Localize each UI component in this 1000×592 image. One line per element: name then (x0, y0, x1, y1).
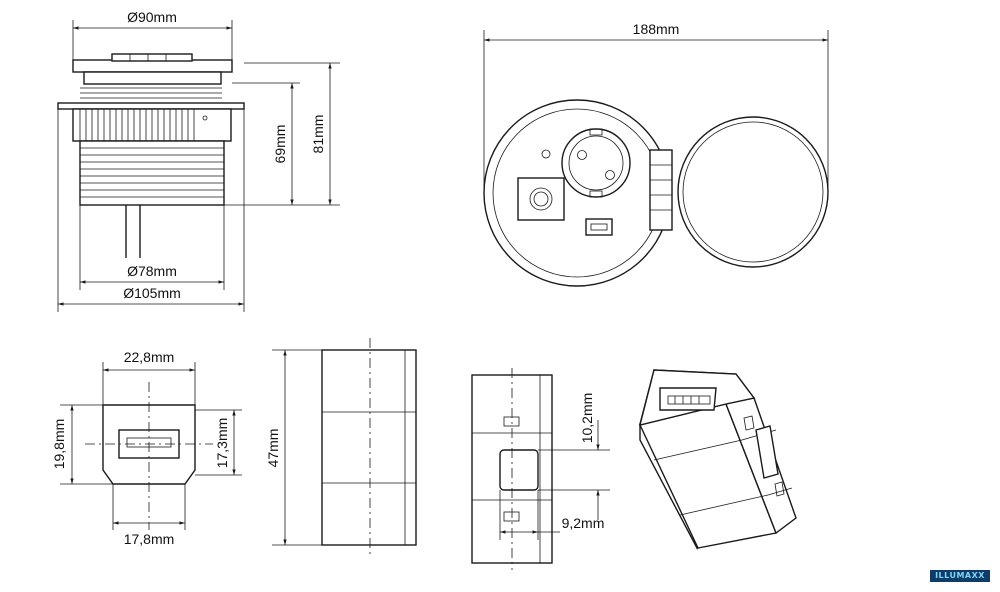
usb-front-dimensions (60, 362, 242, 530)
top-view-socket (483, 99, 829, 287)
usb-module-isometric-view (639, 369, 797, 551)
dim-h10-2: 10,2mm (579, 393, 595, 444)
side-view-housing (57, 53, 245, 258)
illumaxx-logo: ILLUMAXX (930, 570, 990, 582)
dim-d90: Ø90mm (127, 9, 177, 25)
dim-h69: 69mm (272, 125, 288, 164)
top-view-dimensions (483, 30, 829, 190)
side-view-dimensions (57, 20, 340, 312)
usb-module-back-view (471, 368, 553, 570)
dim-d78: Ø78mm (127, 263, 177, 279)
usb-side-dimensions (272, 349, 322, 546)
dim-w17-8: 17,8mm (124, 531, 175, 547)
dim-d105: Ø105mm (123, 285, 181, 301)
dim-h47: 47mm (265, 429, 281, 468)
usb-back-dimensions (499, 420, 610, 540)
usb-module-side-view (321, 338, 417, 555)
dim-w188: 188mm (633, 21, 680, 37)
dim-w9-2: 9,2mm (562, 515, 605, 531)
dim-h17-3: 17,3mm (214, 418, 230, 469)
dim-h81: 81mm (310, 115, 326, 154)
dim-h19-8: 19,8mm (51, 419, 67, 470)
dim-w22-8: 22,8mm (124, 349, 175, 365)
usb-module-front-view (85, 382, 213, 530)
